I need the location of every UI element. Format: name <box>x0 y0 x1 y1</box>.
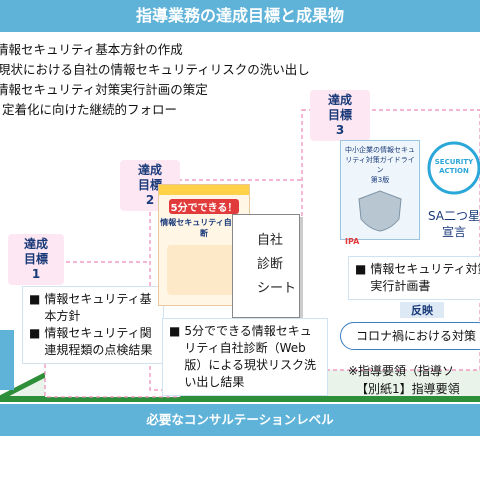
reflect-label: 反映 <box>400 302 444 318</box>
goal-badge-1: 達成 目標 1 <box>8 234 64 285</box>
shield-icon <box>358 190 402 232</box>
stage3-results: ■情報セキュリティ対策実行計画書 <box>348 256 480 300</box>
sheet-label: 自社 診断 シート <box>257 233 297 296</box>
sa-label: SA二つ星宣言 <box>427 209 480 239</box>
stage1-results: ■情報セキュリティ基本方針 ■情報セキュリティ関連規程類の点検結果 <box>22 286 164 364</box>
goal-item: 現状における自社の情報セキュリティリスクの洗い出し <box>0 62 310 77</box>
note-line: ※指導要領（指導ソ <box>348 364 455 378</box>
action-text: SECURITY ACTION <box>434 158 474 175</box>
consultation-level-bar: 必要なコンサルテーションレベル <box>0 404 480 436</box>
guide-title: 中小企業の情報セキュリティ対策ガイドライン <box>345 146 415 174</box>
goal-item: 情報セキュリティ対策実行計画の策定 <box>0 82 208 97</box>
doc-small-label: 5分でできる！ <box>169 199 239 214</box>
goal-list: 情報セキュリティ基本方針の作成 現状における自社の情報セキュリティリスクの洗い出… <box>0 40 310 120</box>
guideline-doc-image: 中小企業の情報セキュリティ対策ガイドライン 第3版 IPA <box>340 140 420 246</box>
bullet-icon: ■ <box>169 324 181 338</box>
result-item: 情報セキュリティ関連規程類の点検結果 <box>44 326 153 357</box>
page-title: 指導業務の達成目標と成果物 <box>0 0 480 32</box>
bullet-icon: ■ <box>355 262 367 276</box>
result-item: 情報セキュリティ対策実行計画書 <box>370 262 480 293</box>
diagnosis-sheet-image: 自社 診断 シート <box>232 214 300 318</box>
bullet-icon: ■ <box>29 326 41 340</box>
result-item: 情報セキュリティ基本方針 <box>44 292 152 323</box>
stage1-image <box>0 330 14 390</box>
note-line: 【別紙1】指導要領 <box>356 382 460 396</box>
goal-item: 定着化に向けた継続的フォロー <box>2 102 178 117</box>
goal-item: 情報セキュリティ基本方針の作成 <box>0 42 183 57</box>
security-action-logo: SECURITY ACTION <box>424 140 480 196</box>
guide-edition: 第3版 <box>370 176 390 184</box>
result-item: 5分でできる情報セキュリティ自社診断（Web版）による現状リスク洗い出し結果 <box>184 324 316 389</box>
ipa-logo: IPA <box>345 237 360 246</box>
doc-title: 情報セキュリティ自社診断 <box>160 218 248 238</box>
bullet-icon: ■ <box>29 292 41 306</box>
corona-measures-pill: コロナ禍における対策 <box>340 322 480 350</box>
stage2-results: ■5分でできる情報セキュリティ自社診断（Web版）による現状リスク洗い出し結果 <box>162 318 328 396</box>
goal-badge-3: 達成 目標 3 <box>310 90 370 141</box>
